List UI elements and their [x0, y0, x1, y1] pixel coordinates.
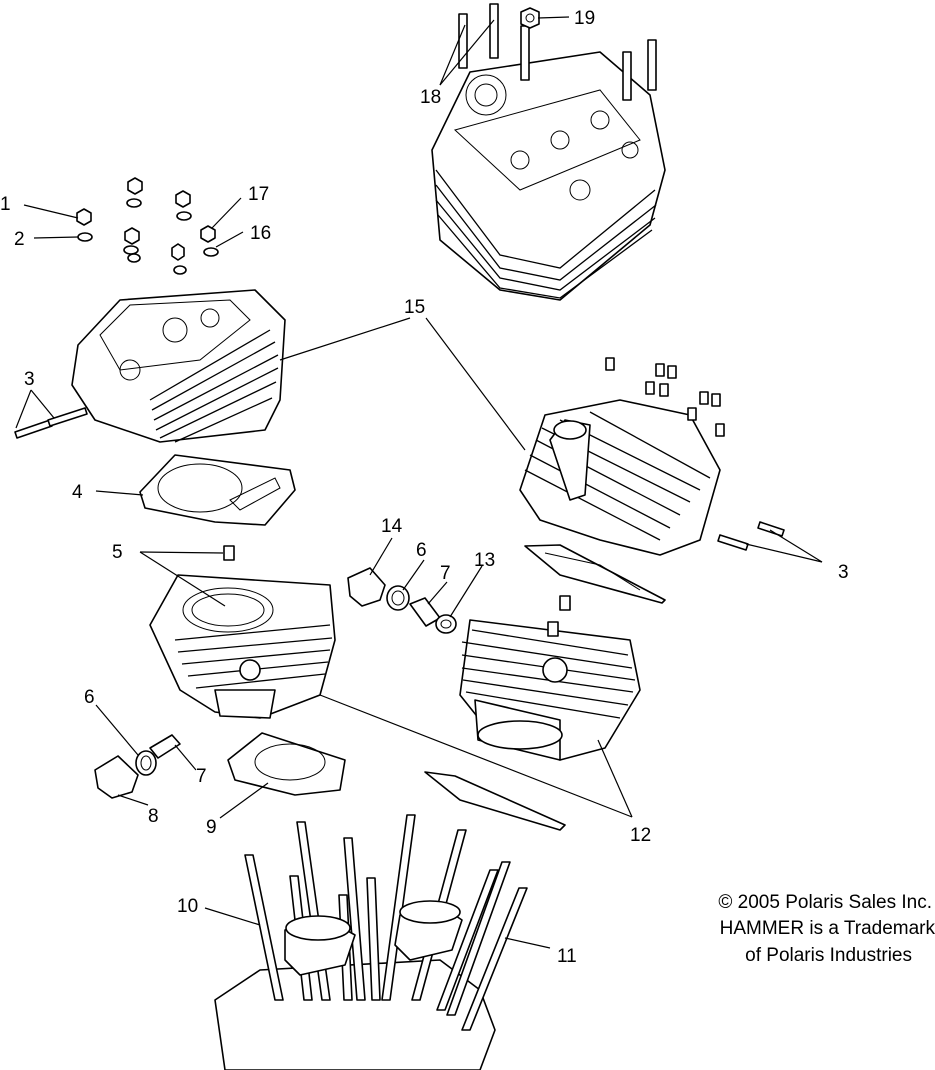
o-ring-6-upper: [386, 585, 410, 611]
rear-cylinder: [459, 619, 641, 761]
front-cylinder-head: [71, 289, 286, 443]
crankcase-pushrods: [214, 814, 528, 1070]
callout-15: 15: [404, 297, 425, 318]
callout-10: 10: [177, 896, 198, 917]
callout-2: 2: [14, 229, 25, 250]
plug-14: [347, 567, 386, 607]
callout-13: 13: [474, 550, 495, 571]
dowel-pins-left: [14, 407, 88, 439]
head-gasket-rear: [524, 544, 666, 604]
rear-head-studs: [458, 3, 657, 101]
base-gasket-rear: [424, 771, 566, 831]
copyright-line-1: © 2005 Polaris Sales Inc.: [718, 892, 932, 913]
o-ring-6-lower: [135, 750, 157, 776]
copyright-notice: © 2005 Polaris Sales Inc. HAMMER is a Tr…: [718, 892, 935, 966]
callout-18: 18: [420, 87, 441, 108]
callout-19: 19: [574, 8, 595, 29]
front-cylinder: [149, 574, 336, 719]
rear-cylinder-head: [519, 399, 721, 556]
plug-8: [94, 755, 139, 799]
sleeve-7-lower: [149, 734, 181, 759]
callout-labels: 1 2 3 3 4 5 6 6 7 7 8 9 10 11 12 13 14 1…: [0, 8, 849, 967]
callout-4: 4: [72, 482, 83, 503]
base-gasket-front: [227, 732, 346, 796]
callout-14: 14: [381, 516, 403, 537]
callout-7-lower: 7: [196, 766, 207, 787]
callout-16: 16: [250, 223, 271, 244]
callout-6-upper: 6: [416, 540, 427, 561]
callout-3-left: 3: [24, 369, 35, 390]
callout-3-right: 3: [838, 562, 849, 583]
callout-7-upper: 7: [440, 563, 451, 584]
callout-5: 5: [112, 542, 123, 563]
dowel-pins-right: [717, 521, 785, 551]
copyright-line-3: of Polaris Industries: [745, 945, 912, 966]
head-gasket-front: [139, 454, 296, 526]
valve-keepers: [605, 357, 725, 437]
callout-11: 11: [557, 946, 577, 967]
copyright-line-2: HAMMER is a Trademark: [720, 918, 935, 939]
callout-1: 1: [0, 194, 11, 215]
callout-17: 17: [248, 184, 269, 205]
callout-9: 9: [206, 817, 217, 838]
callout-6-lower: 6: [84, 687, 95, 708]
callout-8: 8: [148, 806, 159, 827]
nut-19: [520, 7, 540, 29]
callout-12: 12: [630, 825, 651, 846]
rear-cylinder-head-top: [431, 51, 666, 301]
seal-13: [435, 614, 457, 634]
head-nuts-and-washers: [76, 177, 219, 275]
dowels-rear: [547, 595, 571, 637]
dowel-5: [223, 545, 235, 561]
leader-lines: [15, 16, 823, 949]
